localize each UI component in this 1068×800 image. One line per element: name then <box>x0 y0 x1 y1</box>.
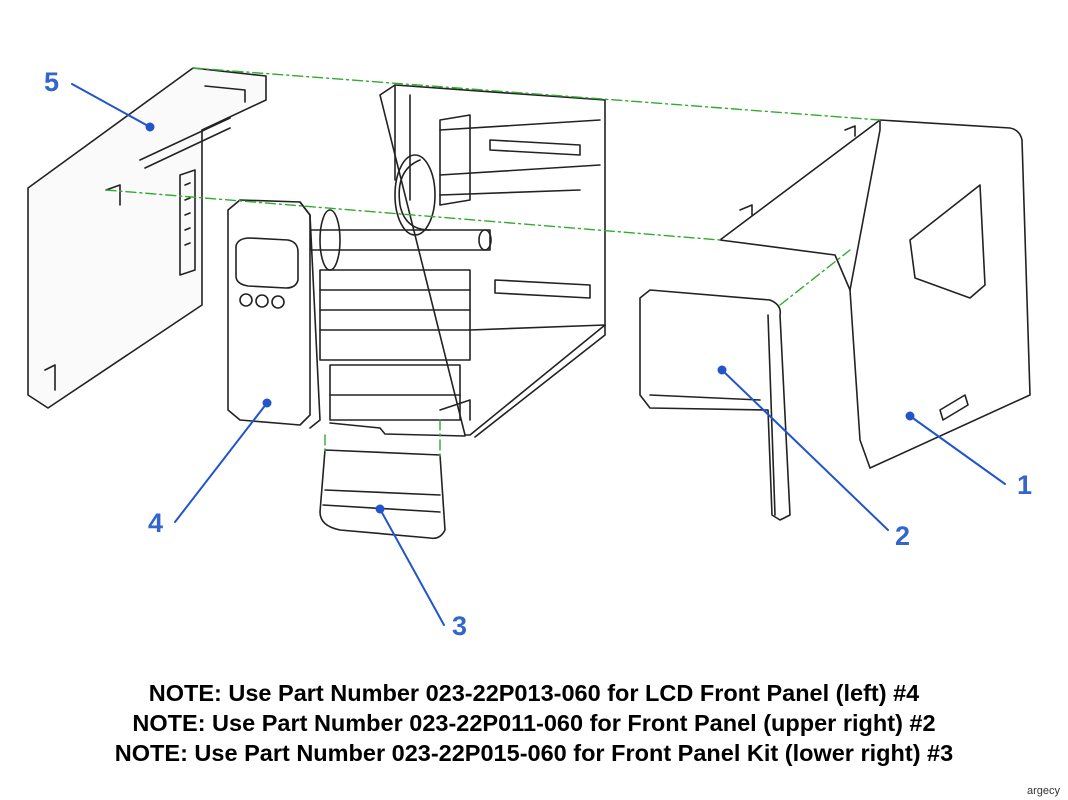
callout-3: 3 <box>452 611 468 641</box>
lcd-front-panel-part-4 <box>227 199 321 429</box>
leader-dot-2 <box>717 365 727 375</box>
leader-line-1 <box>909 415 1006 485</box>
leader-line-5 <box>71 83 151 128</box>
leader-line-3 <box>379 508 445 626</box>
exploded-printer-diagram <box>27 67 1031 626</box>
assembly-guide-lines <box>105 67 881 461</box>
printer-chassis <box>309 84 606 438</box>
callout-5: 5 <box>44 67 60 97</box>
left-side-cover-part-5 <box>27 67 267 409</box>
leader-dot-5 <box>145 122 155 132</box>
leader-line-2 <box>721 369 889 531</box>
leader-dot-4 <box>262 398 272 408</box>
note-line-1: NOTE: Use Part Number 023-22P013-060 for… <box>148 680 920 706</box>
callout-1: 1 <box>1017 470 1033 500</box>
part-number-notes: NOTE: Use Part Number 023-22P013-060 for… <box>0 678 1068 768</box>
note-line-2: NOTE: Use Part Number 023-22P011-060 for… <box>132 710 936 736</box>
callout-4: 4 <box>148 508 164 538</box>
front-panel-kit-part-3 <box>319 449 446 540</box>
front-panel-part-2 <box>639 289 791 521</box>
leader-dot-1 <box>905 411 915 421</box>
right-side-cover-part-1 <box>719 119 1031 469</box>
leader-line-4 <box>174 402 268 523</box>
callout-2: 2 <box>895 521 911 551</box>
note-line-3: NOTE: Use Part Number 023-22P015-060 for… <box>114 740 954 766</box>
watermark: argecy <box>1026 785 1060 797</box>
leader-dot-3 <box>375 504 385 514</box>
